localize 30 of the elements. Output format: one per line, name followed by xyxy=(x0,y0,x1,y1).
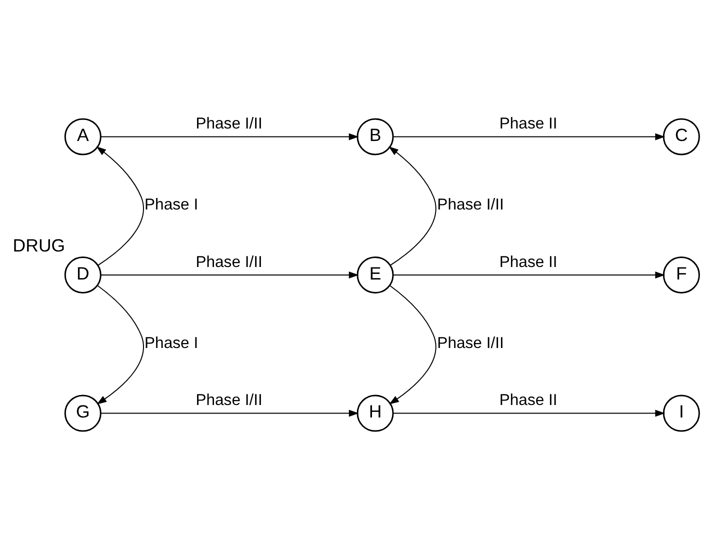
arrow xyxy=(392,409,666,416)
edge-label: Phase I/II xyxy=(196,392,262,409)
edge-label: Phase II xyxy=(499,392,558,409)
node-circle: D xyxy=(64,256,102,294)
node-circle: G xyxy=(64,394,102,432)
arrow xyxy=(392,132,666,140)
arrow xyxy=(388,146,436,266)
node-circle: E xyxy=(356,256,394,294)
edge-label: Phase II xyxy=(499,115,558,132)
node-circle: H xyxy=(356,394,394,432)
arrow xyxy=(100,271,359,278)
edge-label: Phase I/II xyxy=(437,196,504,214)
edge-label: Phase I/II xyxy=(437,334,504,352)
arrow xyxy=(96,146,144,266)
arrow xyxy=(392,271,666,278)
node-circle: C xyxy=(662,118,700,155)
node-circle: B xyxy=(356,118,394,155)
arrow xyxy=(389,284,436,404)
edge-label: Phase II xyxy=(499,253,558,270)
arrow xyxy=(100,132,359,140)
arrow xyxy=(100,409,359,416)
node-circle: I xyxy=(662,394,700,432)
edge-label: Phase I xyxy=(144,334,198,352)
node-circle: F xyxy=(662,256,700,294)
arrow xyxy=(96,284,144,404)
edge-label: Phase I/II xyxy=(196,253,262,270)
node-circle: A xyxy=(64,118,102,155)
edge-label: Phase I/II xyxy=(196,115,262,132)
edge-label: Phase I xyxy=(144,196,198,214)
node-label: DRUG xyxy=(12,235,66,256)
